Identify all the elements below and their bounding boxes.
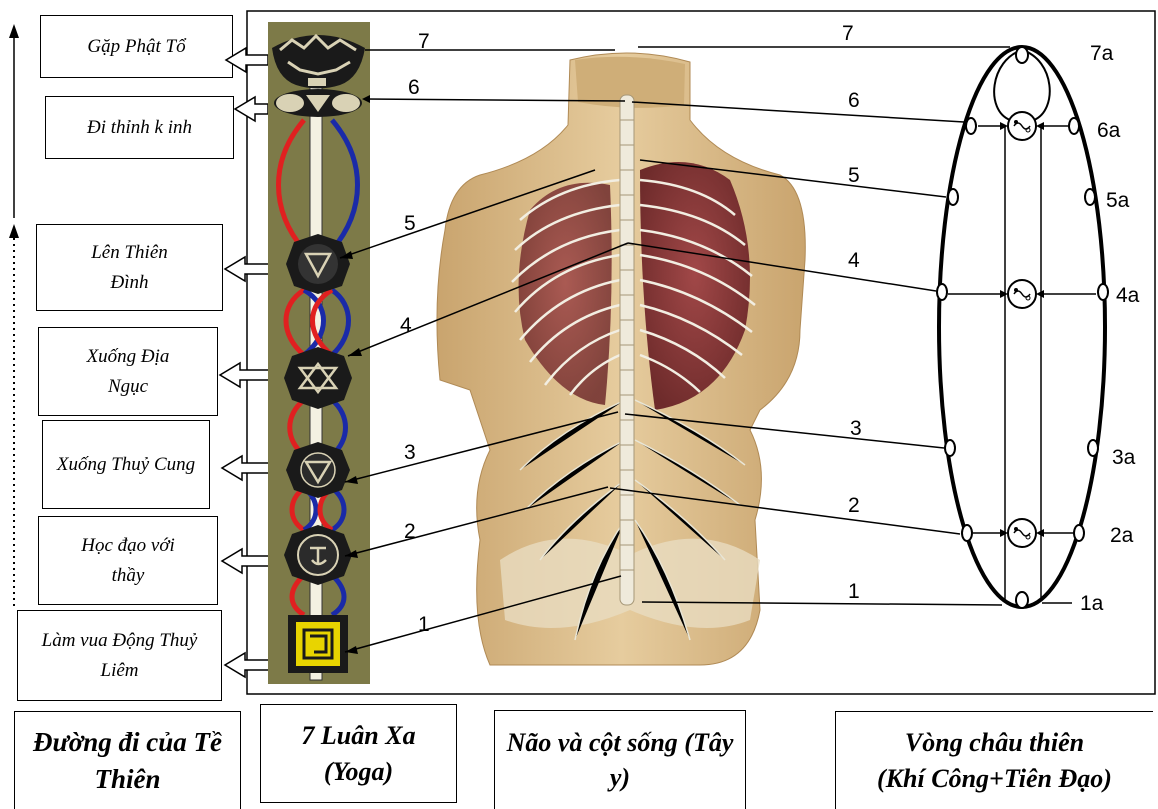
anatomy-figure bbox=[437, 53, 805, 665]
orbit-node bbox=[1016, 592, 1028, 608]
orbit-node bbox=[945, 440, 955, 456]
yin-yang-icon bbox=[1008, 112, 1036, 140]
yin-yang-icon bbox=[1008, 519, 1036, 547]
orbit-label: 2a bbox=[1110, 524, 1134, 547]
spine-number-labels: 1 2 3 4 5 6 7 bbox=[842, 22, 862, 603]
chakra-number: 2 bbox=[404, 520, 416, 543]
chakra-number: 3 bbox=[404, 441, 416, 464]
hollow-arrow bbox=[235, 97, 268, 121]
orbit-label: 7a bbox=[1090, 42, 1114, 65]
spine-number: 1 bbox=[848, 580, 860, 603]
spine-number: 6 bbox=[848, 89, 860, 112]
orbit-node bbox=[1016, 47, 1028, 63]
spine-number: 3 bbox=[850, 417, 862, 440]
spine-number: 4 bbox=[848, 249, 860, 272]
orbit-node bbox=[1074, 525, 1084, 541]
orbit-label: 1a bbox=[1080, 592, 1104, 615]
orbit-cross-lines bbox=[948, 126, 1096, 533]
orbit-node bbox=[948, 189, 958, 205]
orbit-node bbox=[937, 284, 947, 300]
heart-chakra-icon bbox=[284, 347, 352, 409]
orbit-label: 6a bbox=[1097, 119, 1121, 142]
spine-number: 2 bbox=[848, 494, 860, 517]
orbit-node bbox=[1088, 440, 1098, 456]
orbit-node bbox=[1069, 118, 1079, 134]
orbit-arrowheads bbox=[1000, 122, 1044, 537]
solar-plexus-chakra-icon bbox=[286, 442, 350, 498]
orbit-diagram: 1a 2a 3a 4a 5a 6a 7a bbox=[937, 42, 1140, 615]
orbit-node bbox=[1098, 284, 1108, 300]
spinal-column bbox=[620, 95, 634, 605]
chakra-number: 4 bbox=[400, 314, 412, 337]
chakra-number: 5 bbox=[404, 212, 416, 235]
chakra-number: 7 bbox=[418, 30, 430, 53]
yin-yang-icon bbox=[1008, 280, 1036, 308]
chakra-number: 6 bbox=[408, 76, 420, 99]
third-eye-chakra-icon bbox=[274, 89, 362, 117]
orbit-node bbox=[966, 118, 976, 134]
spine-number: 7 bbox=[842, 22, 854, 45]
orbit-node bbox=[1085, 189, 1095, 205]
chakra-number-labels: 1 2 3 4 5 6 7 bbox=[400, 30, 430, 636]
spine-number: 5 bbox=[848, 164, 860, 187]
orbit-label: 3a bbox=[1112, 446, 1136, 469]
ascending-path-arrow bbox=[9, 24, 19, 610]
root-chakra-icon bbox=[288, 615, 348, 673]
chakra-number: 1 bbox=[418, 613, 430, 636]
orbit-label: 4a bbox=[1116, 284, 1140, 307]
orbit-label: 5a bbox=[1106, 189, 1130, 212]
throat-chakra-icon bbox=[286, 234, 350, 294]
orbit-node bbox=[962, 525, 972, 541]
sacral-chakra-icon bbox=[284, 525, 352, 585]
